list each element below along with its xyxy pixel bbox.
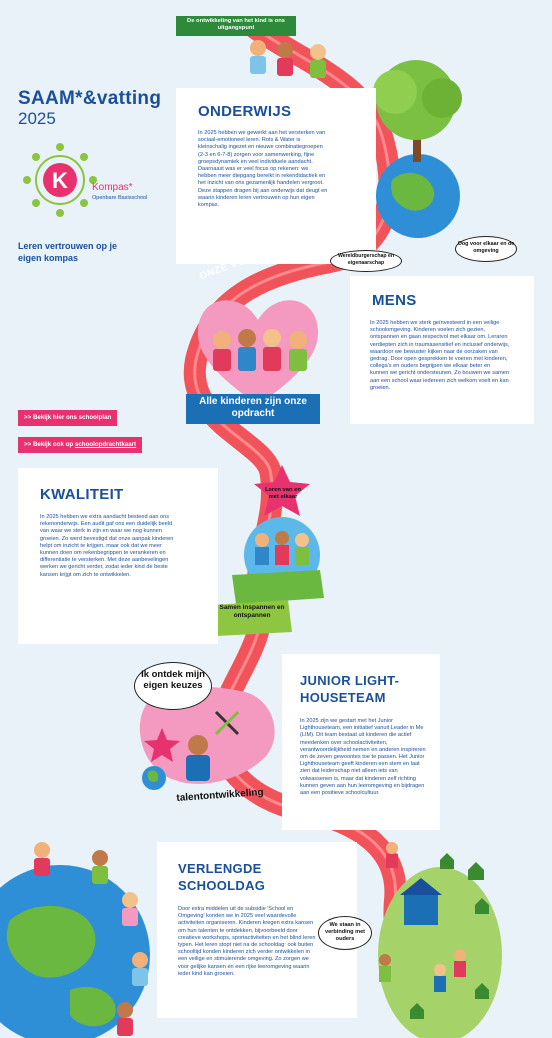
brand-year: 2025 xyxy=(18,109,56,128)
logo-letter: K xyxy=(52,168,68,193)
kwaliteit-title: KWALITEIT xyxy=(40,486,124,503)
bubble-verbinding: We staan in verbinding met ouders xyxy=(318,916,372,950)
school-name: Kompas* xyxy=(92,182,133,193)
schoolplan-button[interactable]: >> Bekijk hier ons schoolplan xyxy=(18,410,118,426)
globe-tree-illustration xyxy=(373,60,462,238)
card-kwaliteit xyxy=(18,468,218,644)
mens-text: In 2025 hebben we sterk geïnvesteerd in … xyxy=(370,320,510,391)
tagline: Leren vertrouwen op je eigen kompas xyxy=(18,241,118,263)
globe-bottom-illustration xyxy=(0,842,150,1038)
card-junior xyxy=(282,654,440,830)
verlengde-text: Door extra middelen uit de subsidie 'Sch… xyxy=(178,906,316,977)
card-mens-text-bg xyxy=(350,276,534,424)
school-subtitle: Openbare Basisschool xyxy=(92,195,148,201)
star-group-illustration xyxy=(214,465,324,636)
bubble-ontdek: Ik ontdek mijn eigen keuzes xyxy=(134,662,212,710)
bubble-wereldburgerschap: Wereldburgerschap en eigenaarschap xyxy=(330,250,402,272)
onderwijs-title: ONDERWIJS xyxy=(198,103,292,120)
header-sign-text: De ontwikkeling van het kind is ons uitg… xyxy=(187,18,285,31)
village-illustration xyxy=(378,842,502,1038)
schoolopdrachtkaart-button[interactable]: >> Bekijk ook op schoolopdrachtkaart xyxy=(18,437,143,453)
onderwijs-text: In 2025 hebben we gewerkt aan het verste… xyxy=(198,130,328,209)
card-onderwijs xyxy=(176,88,376,264)
kompas-logo xyxy=(23,143,97,217)
label-leren-van: Leren van en met elkaar xyxy=(265,487,301,500)
schoolopdrachtkaart-link[interactable]: schoolopdrachtkaart xyxy=(74,441,137,448)
junior-text: In 2025 zijn we gestart met het Junior L… xyxy=(300,718,426,797)
junior-title: JUNIOR LIGHT-HOUSETEAM xyxy=(300,673,400,705)
mens-title: MENS xyxy=(372,292,417,309)
brand-title: SAAM*&vatting xyxy=(18,88,162,109)
heart-kids-illustration xyxy=(186,300,320,424)
top-kids-illustration xyxy=(250,40,326,78)
kwaliteit-text: In 2025 hebben we extra aandacht besteed… xyxy=(40,514,174,578)
label-alle-kinderen: Alle kinderen zijn onze opdracht xyxy=(199,396,307,419)
bubble-oog: Oog voor elkaar en de omgeving xyxy=(455,236,517,262)
talent-illustration xyxy=(139,686,275,790)
label-samen: Samen inspannen en ontspannen xyxy=(219,604,285,619)
verlengde-title: VERLENGDE SCHOOLDAG xyxy=(178,861,266,893)
header-sign: De ontwikkeling van het kind is ons uitg… xyxy=(176,16,296,36)
